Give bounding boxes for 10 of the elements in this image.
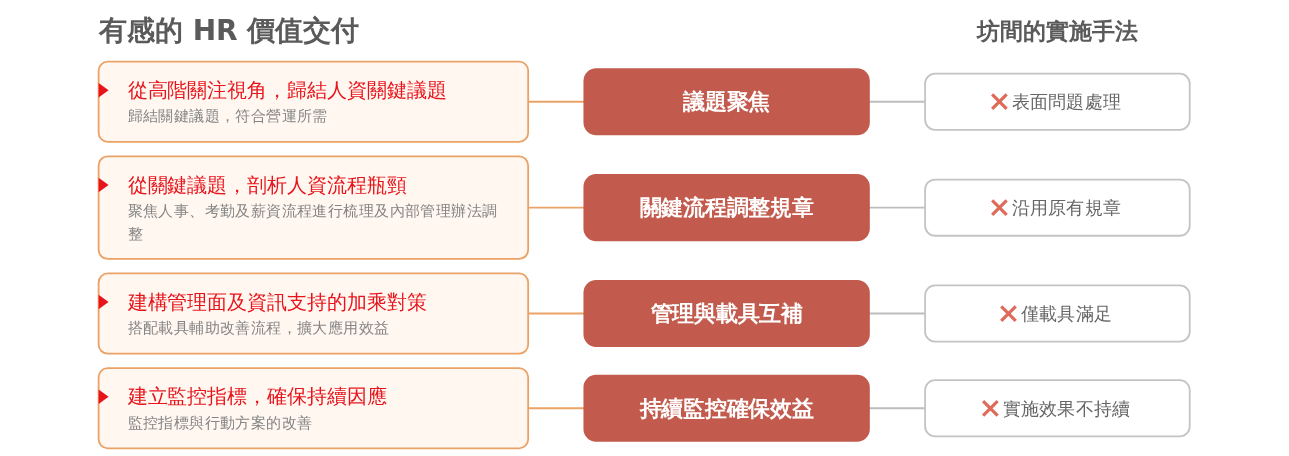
node-box: 僅載具滿足 [924, 284, 1191, 343]
node-box: 議題聚焦 [583, 68, 871, 136]
column-heading: 坊間的實施手法 [977, 18, 1139, 46]
node-box: 持續監控確保效益 [583, 374, 871, 442]
node-box: 沿用原有規章 [924, 178, 1191, 237]
node-box: 表面問題處理 [924, 72, 1191, 131]
node-box: 關鍵流程調整規章 [583, 174, 871, 242]
node-box: 管理與載具互補 [583, 280, 871, 348]
diagram-title: 有感的 HR 價值交付 [98, 14, 360, 48]
node-box: 實施效果不持續 [924, 379, 1191, 438]
